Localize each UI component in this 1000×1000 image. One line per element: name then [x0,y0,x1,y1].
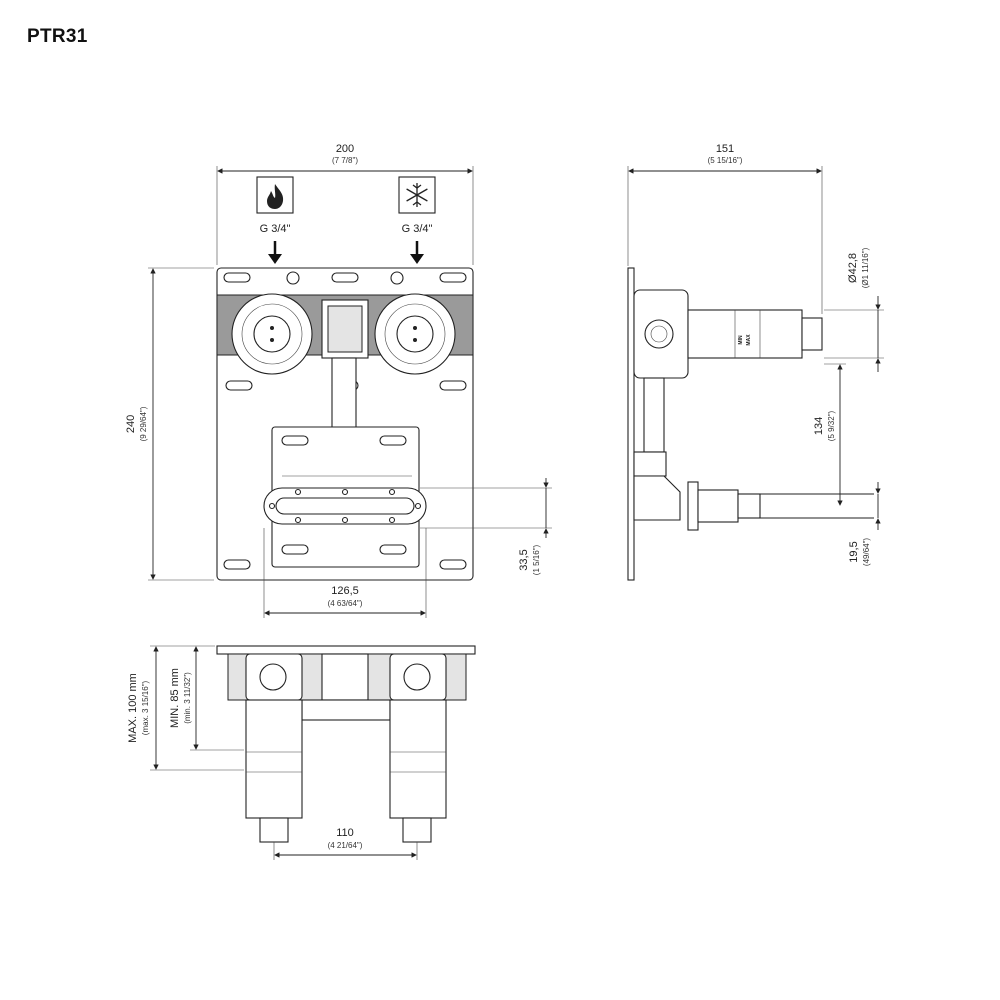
svg-text:(4 21/64"): (4 21/64") [328,841,363,850]
spindle [801,317,823,351]
flame-icon [267,184,284,209]
dimension-spacing: 134 (5 9/32") [813,363,846,506]
dimension-depth: 151 (5 15/16") [627,143,823,314]
top-stem [301,699,391,721]
outlet-screws [268,488,422,524]
dimension-side-offset: 33,5 (1 5/16") [420,478,552,575]
side-view: MIN MAX 151 (5 15/16") Ø42,8 (Ø1 11/16") [627,143,884,581]
hot-inlet-label: G 3/4" [260,223,291,235]
svg-text:Ø42,8: Ø42,8 [847,253,859,283]
outlet-thread [737,493,761,519]
dimension-diameter: Ø42,8 (Ø1 11/16") [824,247,884,372]
svg-text:(5 9/32"): (5 9/32") [827,410,836,441]
svg-text:19,5: 19,5 [848,541,860,562]
page-title: PTR31 [27,26,88,47]
top-cold-port [403,663,431,691]
svg-text:134: 134 [813,417,825,435]
snowflake-icon [406,183,428,207]
top-view: MAX. 100 mm (max. 3 15/16") MIN. 85 mm (… [127,645,476,860]
dimension-centers: 110 (4 21/64") [273,827,418,860]
side-plate [627,267,635,581]
top-hot-port [259,663,287,691]
cold-valve-body [374,293,456,375]
side-stem-nut [633,451,667,477]
side-port [644,319,674,349]
svg-text:(min. 3 11/32"): (min. 3 11/32") [183,672,192,724]
outlet-flange [687,481,699,531]
inlet-arrows [268,241,424,264]
outlet-elbow [633,475,681,521]
svg-text:200: 200 [336,143,354,155]
svg-text:MAX. 100 mm: MAX. 100 mm [127,673,139,743]
top-cold-cartridge [389,699,447,819]
outlet-slot [275,497,415,515]
svg-text:MIN. 85 mm: MIN. 85 mm [169,668,181,728]
side-stem [643,377,665,453]
svg-text:(9 29/64"): (9 29/64") [139,406,148,441]
top-hot-spindle [259,817,289,843]
svg-text:126,5: 126,5 [331,585,359,597]
top-hot-cartridge [245,699,303,819]
top-mixer-block [321,653,369,701]
knob-max-label: MAX [746,334,752,346]
dimension-height: 240 (9 29/64") [125,267,214,581]
mixer-block-face [327,305,363,353]
svg-text:(4 63/64"): (4 63/64") [328,599,363,608]
cold-inlet-label: G 3/4" [402,223,433,235]
svg-text:(Ø1 11/16"): (Ø1 11/16") [861,247,870,288]
knob-min-label: MIN [738,335,744,345]
svg-text:(5 15/16"): (5 15/16") [708,156,743,165]
svg-text:240: 240 [125,415,137,433]
dimension-min-depth: MIN. 85 mm (min. 3 11/32") [169,646,244,751]
dimension-bottom-width: 126,5 (4 63/64") [263,528,427,618]
svg-text:33,5: 33,5 [518,549,530,570]
cartridge-body [687,309,803,359]
top-plate [216,645,476,655]
svg-text:(1 5/16"): (1 5/16") [532,544,541,575]
hot-inlet-icon-box [256,176,294,214]
front-view: G 3/4" G 3/4" 200 (7 7/8") 240 (9 29/64"… [125,143,552,618]
svg-text:151: 151 [716,143,734,155]
dimension-width: 200 (7 7/8") [216,143,474,265]
svg-text:(max. 3 15/16"): (max. 3 15/16") [141,680,150,735]
svg-text:(49/64"): (49/64") [862,538,871,567]
hot-valve-body [231,293,313,375]
outlet-nipple [697,489,739,523]
dimension-max-depth: MAX. 100 mm (max. 3 15/16") [127,645,244,771]
svg-text:110: 110 [336,827,354,839]
cold-inlet-icon-box [398,176,436,214]
dimension-outlet: 19,5 (49/64") [848,482,881,567]
top-cold-spindle [402,817,432,843]
svg-text:(7 7/8"): (7 7/8") [332,156,358,165]
